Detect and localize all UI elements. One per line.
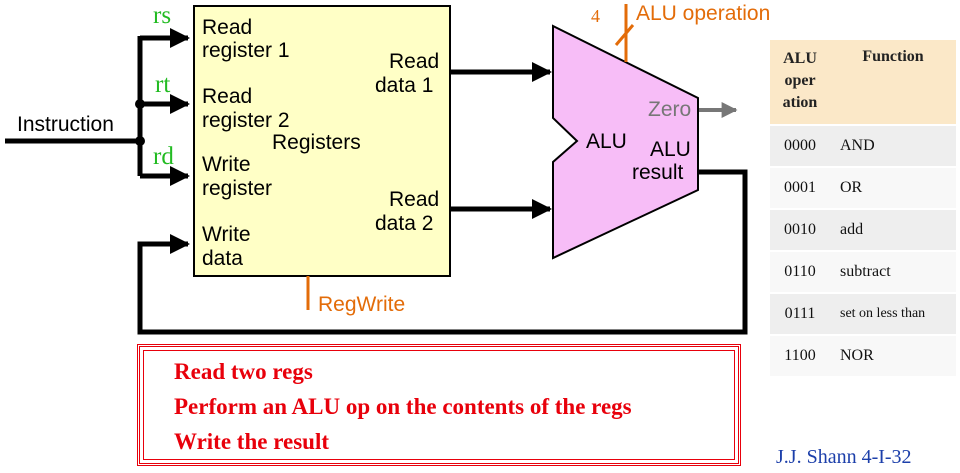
function-cell: subtract xyxy=(830,250,956,293)
write-data-label: Write data xyxy=(202,223,256,270)
function-cell: OR xyxy=(830,166,956,209)
function-cell: set on less than xyxy=(830,292,956,335)
writeback-wire xyxy=(137,169,748,335)
summary-box: Read two regs Perform an ALU op on the c… xyxy=(137,344,741,466)
alu-block xyxy=(552,24,699,260)
alu-code-cell: 0000 xyxy=(770,124,830,167)
instruction-label: Instruction xyxy=(17,113,114,136)
read-register-2-label: Read register 2 xyxy=(202,85,290,132)
table-row: 0110 subtract xyxy=(770,250,956,293)
regwrite-label: RegWrite xyxy=(318,293,405,316)
alu-result-label: ALU result xyxy=(632,138,697,184)
function-cell: AND xyxy=(830,124,956,167)
table-row: 0010 add xyxy=(770,208,956,251)
alu-operation-header: ALU oper ation xyxy=(770,40,830,125)
zero-label: Zero xyxy=(648,98,691,121)
summary-line: Read two regs xyxy=(174,359,313,384)
alu-operation-label: ALU operation xyxy=(636,2,770,25)
alu-operation-bits: 4 xyxy=(591,6,600,26)
write-register-label: Write register xyxy=(202,153,272,200)
table-row: 0111 set on less than xyxy=(770,292,956,335)
alu-operation-bus-slash xyxy=(614,24,635,46)
function-cell: NOR xyxy=(830,334,956,376)
alu-code-cell: 0110 xyxy=(770,250,830,293)
read-data-1-label: Read data 1 xyxy=(375,50,445,97)
rt-field-label: rt xyxy=(155,71,170,98)
rs-field-label: rs xyxy=(153,2,171,29)
read-data-2-label: Read data 2 xyxy=(375,188,445,235)
alu-function-table: ALU oper ation Function 0000 AND 0001 OR… xyxy=(770,40,956,376)
alu-label: ALU xyxy=(586,130,627,153)
alu-code-cell: 0111 xyxy=(770,292,830,335)
register-file xyxy=(193,5,451,277)
junction-dot xyxy=(135,136,145,146)
summary-line: Perform an ALU op on the contents of the… xyxy=(174,394,632,419)
read-register-1-label: Read register 1 xyxy=(202,16,290,62)
table-row: 1100 NOR xyxy=(770,334,956,376)
rd-field-label: rd xyxy=(153,143,174,170)
alu-code-cell: 0001 xyxy=(770,166,830,209)
table-row: 0001 OR xyxy=(770,166,956,209)
function-header: Function xyxy=(830,40,956,125)
alu-code-cell: 1100 xyxy=(770,334,830,376)
summary-line: Write the result xyxy=(174,429,330,454)
summary-list: Read two regs Perform an ALU op on the c… xyxy=(140,347,738,459)
slide-credit: J.J. Shann 4-I-32 xyxy=(776,446,912,468)
registers-title: Registers xyxy=(272,131,361,154)
function-cell: add xyxy=(830,208,956,251)
table-row: 0000 AND xyxy=(770,124,956,167)
alu-code-cell: 0010 xyxy=(770,208,830,251)
